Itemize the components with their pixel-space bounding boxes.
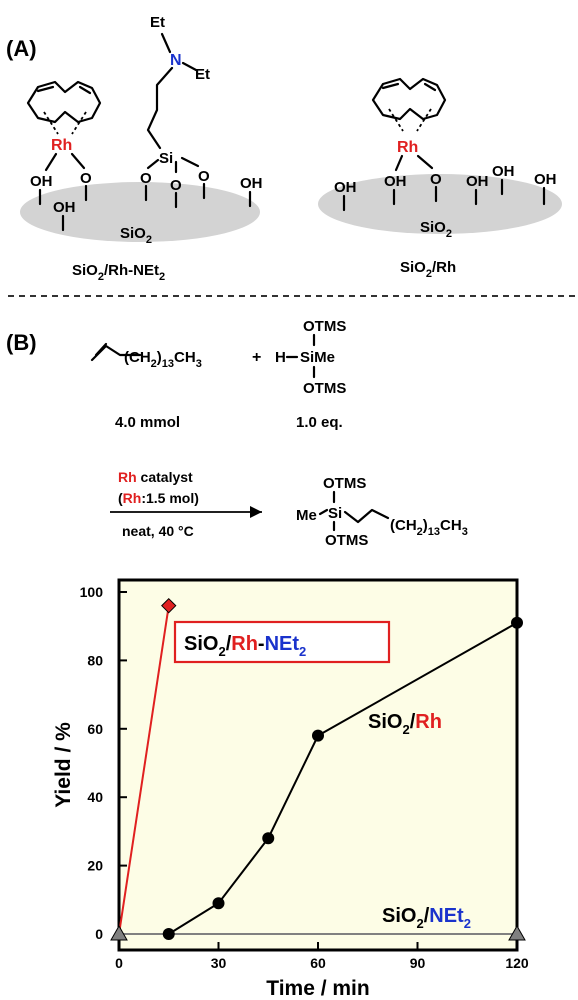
silane-otms-bottom: OTMS [303, 380, 346, 397]
label-sio2-rh: SiO2/Rh [368, 711, 442, 737]
si-atom: Si [159, 150, 173, 167]
chart-axes: 0 30 60 90 120 0 20 40 60 80 100 [80, 584, 529, 971]
alkene-amount: 4.0 mmol [115, 414, 180, 431]
y-tick-label: 0 [95, 926, 103, 942]
y-tick-label: 100 [80, 584, 104, 600]
x-tick-label: 0 [115, 955, 123, 971]
oh-right-4: OH [492, 163, 515, 180]
o-si-1: O [140, 170, 152, 187]
silane-otms-top: OTMS [303, 318, 346, 335]
oh-right-1: OH [334, 179, 357, 196]
reactants: (CH2)13CH3 + OTMS H SiMe OTMS 4.0 mmol 1… [90, 318, 346, 431]
x-tick-label: 120 [505, 955, 529, 971]
rh-atom-left: Rh [51, 137, 72, 154]
oh-right-2: OH [384, 173, 407, 190]
product-me: Me [296, 507, 317, 524]
data-point [110, 924, 128, 941]
legend-rh-net2: SiO2/Rh-NEt2 [184, 633, 306, 659]
y-tick-label: 40 [87, 789, 103, 805]
o-left-1: O [80, 170, 92, 187]
label-sio2-net2: SiO2/NEt2 [382, 905, 471, 931]
data-point [161, 597, 177, 614]
silane-amount: 1.0 eq. [296, 414, 343, 431]
data-point [262, 832, 275, 845]
reaction-conditions: Rh catalyst (Rh:1.5 mol) neat, 40 °C [110, 469, 262, 539]
product-otms-top: OTMS [323, 475, 366, 492]
silane-center: SiMe [300, 349, 335, 366]
oh-left-3: OH [240, 175, 263, 192]
o-right: O [430, 171, 442, 188]
plus-sign: + [252, 349, 261, 366]
support-label-left: SiO2 [120, 225, 152, 246]
support-label-right: SiO2 [420, 219, 452, 240]
condition-catalyst: Rh catalyst [118, 469, 193, 485]
o-si-2: O [170, 177, 182, 194]
silica-support-left [20, 182, 260, 242]
x-tick-label: 90 [410, 955, 426, 971]
data-point [508, 924, 526, 941]
n-atom: N [170, 52, 182, 69]
data-point [212, 897, 225, 910]
et-right: Et [195, 66, 210, 83]
product-otms-bottom: OTMS [325, 532, 368, 549]
structure-sio2-rh: Rh OH OH O OH OH OH SiO2 SiO2/Rh [318, 77, 562, 280]
x-axis-label: Time / min [266, 977, 369, 1000]
oh-right-3: OH [466, 173, 489, 190]
series-line [118, 605, 170, 935]
o-si-3: O [198, 168, 210, 185]
caption-right: SiO2/Rh [400, 259, 456, 280]
yield-chart: 0 30 60 90 120 0 20 40 60 80 100 Time / min Yield … [52, 578, 529, 1000]
panel-b-label: (B) [6, 330, 37, 355]
condition-solvent-temp: neat, 40 °C [122, 523, 194, 539]
panel-a-label: (A) [6, 36, 37, 61]
product: OTMS Me Si OTMS (CH2)13CH3 [296, 475, 468, 549]
oh-left-2: OH [53, 199, 76, 216]
y-tick-label: 60 [87, 721, 103, 737]
condition-loading: (Rh:1.5 mol) [118, 490, 199, 506]
data-point [312, 729, 324, 742]
y-tick-label: 20 [87, 858, 103, 874]
oh-right-5: OH [534, 171, 557, 188]
chart-markers [110, 597, 526, 941]
x-tick-label: 30 [211, 955, 227, 971]
x-tick-label: 60 [310, 955, 326, 971]
alkene-formula: (CH2)13CH3 [124, 349, 202, 370]
y-axis-label: Yield / % [52, 722, 75, 808]
structure-sio2-rh-net2: Rh OH O OH N Et Et Si O O O OH SiO2 SiO2… [20, 14, 263, 283]
caption-left: SiO2/Rh-NEt2 [72, 262, 165, 283]
product-si: Si [328, 505, 342, 522]
data-point [511, 616, 523, 629]
et-top: Et [150, 14, 165, 31]
legend-box-rh-net2 [173, 620, 391, 664]
oh-left-1: OH [30, 173, 53, 190]
data-point [162, 928, 175, 940]
rh-atom-right: Rh [397, 139, 418, 156]
silane-h: H [275, 349, 286, 366]
y-tick-label: 80 [87, 652, 103, 668]
product-chain: (CH2)13CH3 [390, 517, 468, 538]
